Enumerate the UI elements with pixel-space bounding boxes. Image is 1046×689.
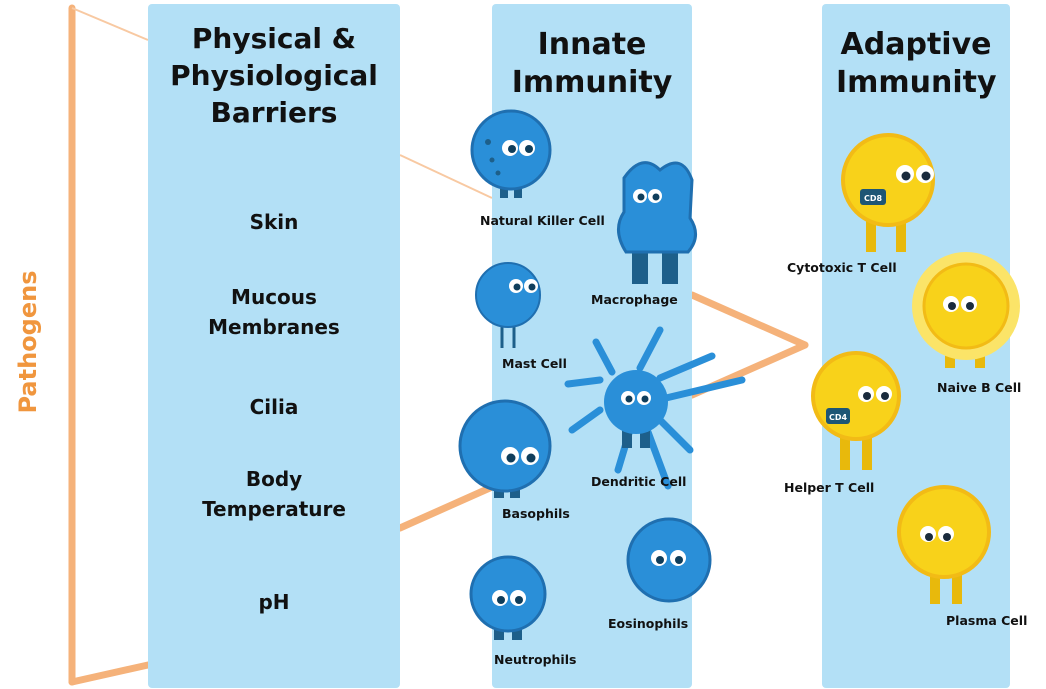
cell-pupil <box>525 145 533 153</box>
neutrophils-illustration <box>471 557 545 640</box>
cell-pupil <box>943 533 951 541</box>
cell-pupil <box>925 533 933 541</box>
label-macrophage: Macrophage <box>591 292 678 307</box>
cell-body <box>604 370 668 434</box>
cell-pupil <box>642 396 649 403</box>
naive-b-cell-illustration <box>912 252 1020 368</box>
cell-pupil <box>626 396 633 403</box>
cell-dot <box>496 171 501 176</box>
cell-pupil <box>966 302 974 310</box>
label-mast-cell: Mast Cell <box>502 356 567 371</box>
label-plasma-cell: Plasma Cell <box>946 613 1027 628</box>
basophils-illustration <box>460 401 550 498</box>
cell-pupil <box>863 392 871 400</box>
cell-pupil <box>507 454 516 463</box>
mast-cell-illustration <box>476 263 540 348</box>
cell-pupil <box>948 302 956 310</box>
label-neutrophils: Neutrophils <box>494 652 576 667</box>
cell-pupil <box>675 556 683 564</box>
label-eosinophils: Eosinophils <box>608 616 688 631</box>
dendritic-cell-illustration <box>568 330 742 486</box>
helper-t-cell-illustration: CD4 <box>813 353 899 470</box>
label-helper-t-cell: Helper T Cell <box>784 480 874 495</box>
cell-body <box>476 263 540 327</box>
macrophage-illustration <box>618 163 695 284</box>
label-naive-b-cell: Naive B Cell <box>937 380 1021 395</box>
cell-body <box>460 401 550 491</box>
cell-body <box>618 163 695 252</box>
cell-pupil <box>497 596 505 604</box>
cell-pupil <box>515 596 523 604</box>
cell-pupil <box>656 556 664 564</box>
cell-pupil <box>508 145 516 153</box>
cell-pupil <box>902 172 911 181</box>
cell-pupil <box>653 194 660 201</box>
cell-leg <box>840 436 850 470</box>
cd4-badge-label: CD4 <box>829 413 848 422</box>
cell-leg <box>862 436 872 470</box>
natural-killer-cell-illustration <box>472 111 550 198</box>
cell-pupil <box>514 284 521 291</box>
cell-body <box>471 557 545 631</box>
cell-dot <box>485 139 491 145</box>
cell-pupil <box>881 392 889 400</box>
label-dendritic-cell: Dendritic Cell <box>591 474 686 489</box>
cell-dot <box>490 158 495 163</box>
cell-pupil <box>529 284 536 291</box>
cell-pupil <box>527 454 536 463</box>
label-basophils: Basophils <box>502 506 570 521</box>
eosinophils-illustration <box>628 519 710 601</box>
label-natural-killer-cell: Natural Killer Cell <box>480 213 605 228</box>
cd8-badge-label: CD8 <box>864 194 883 203</box>
cell-pupil <box>922 172 931 181</box>
cell-body <box>628 519 710 601</box>
cell-pupil <box>638 194 645 201</box>
label-cytotoxic-t-cell: Cytotoxic T Cell <box>787 260 897 275</box>
cytotoxic-t-cell-illustration: CD8 <box>843 135 934 252</box>
plasma-cell-illustration <box>899 487 989 604</box>
